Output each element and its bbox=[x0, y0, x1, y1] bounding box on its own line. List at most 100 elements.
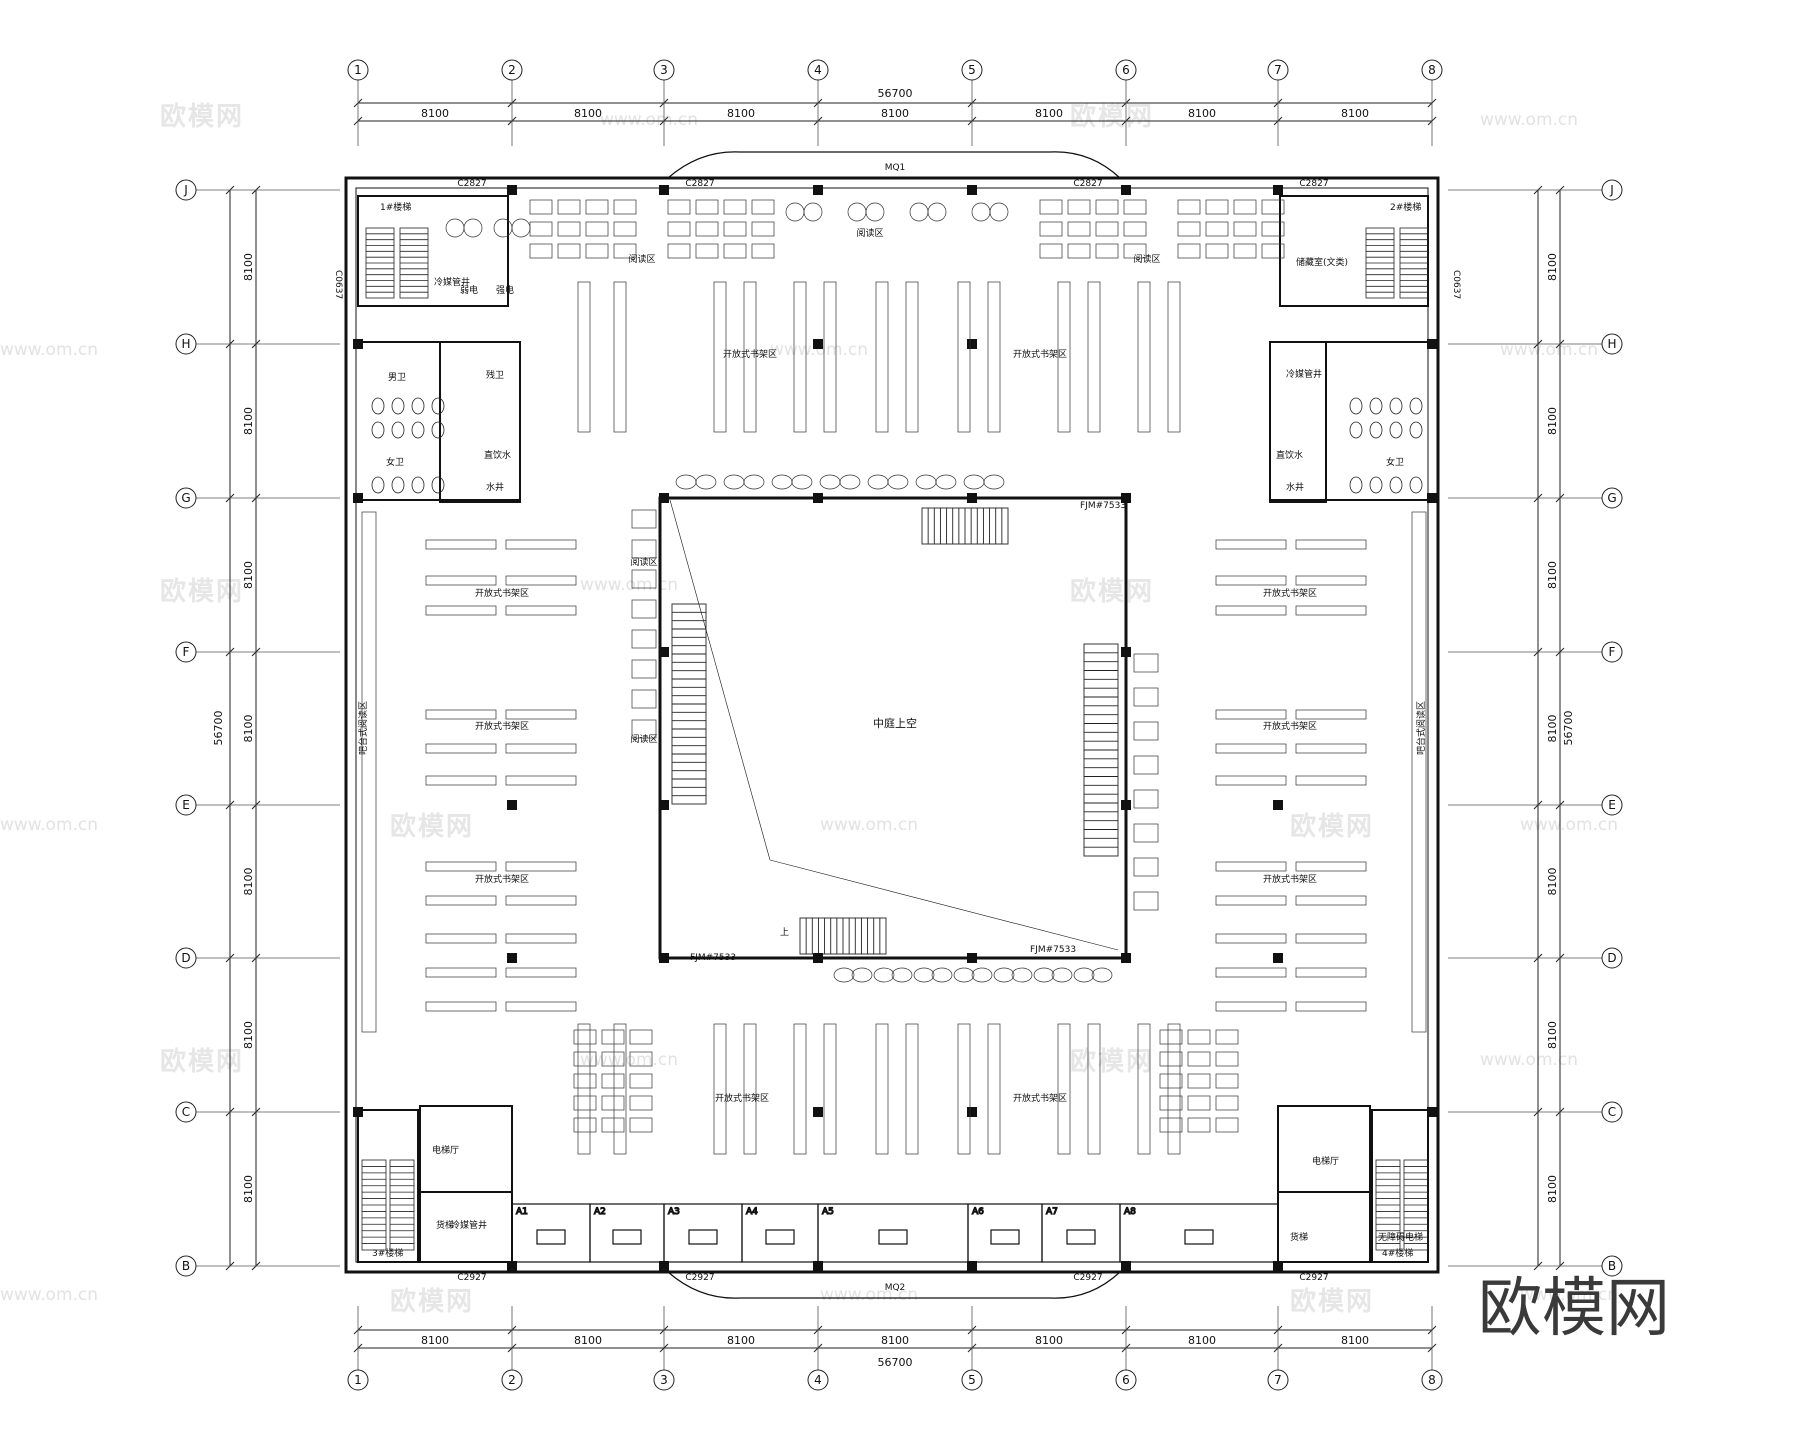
reading-table bbox=[1187, 1117, 1211, 1133]
structural-column bbox=[659, 647, 669, 657]
watermark-url: www.om.cn bbox=[1520, 1285, 1618, 1305]
label-women-wc-right: 女卫 bbox=[1386, 456, 1404, 468]
reading-table bbox=[631, 599, 657, 619]
reading-table bbox=[1177, 243, 1201, 259]
reading-table bbox=[695, 243, 719, 259]
grid-bubble-row-left bbox=[175, 1255, 197, 1277]
label-reading-top-left: 阅读区 bbox=[628, 253, 655, 265]
reading-table bbox=[585, 221, 609, 237]
structural-column bbox=[659, 493, 669, 503]
structural-column bbox=[659, 1261, 669, 1271]
study-room-table bbox=[688, 1229, 718, 1245]
bookshelf-side bbox=[505, 967, 577, 978]
grid-bubble-col-bottom bbox=[1115, 1369, 1137, 1391]
bookshelf-bottom bbox=[1137, 1023, 1151, 1155]
bookshelf-side bbox=[1215, 967, 1287, 978]
bay-dimension-bottom: 8100 bbox=[881, 1334, 909, 1347]
toilet-fixture bbox=[1409, 476, 1423, 494]
grid-label-row: H bbox=[1607, 337, 1616, 351]
label-women-wc-left: 女卫 bbox=[386, 456, 404, 468]
grid-label-row: J bbox=[1609, 183, 1614, 197]
grid-label-row: C bbox=[182, 1105, 190, 1119]
label-weak-current: 弱电 bbox=[460, 284, 478, 296]
grid-label-col: 8 bbox=[1428, 1373, 1436, 1387]
lounge-chair bbox=[1033, 967, 1055, 983]
grid-label-row: D bbox=[1607, 951, 1616, 965]
bookshelf-side bbox=[425, 605, 497, 616]
reading-tables bbox=[529, 199, 1285, 1133]
watermark-url: www.om.cn bbox=[0, 815, 98, 835]
grid-label-col: 4 bbox=[814, 1373, 822, 1387]
label-elevator-hall-left: 电梯厅 bbox=[432, 1144, 459, 1156]
grid-bubble-row-right bbox=[1601, 333, 1623, 355]
bookshelf-bottom bbox=[823, 1023, 837, 1155]
bookshelf-top bbox=[1087, 281, 1101, 433]
lounge-chair bbox=[865, 202, 885, 222]
reading-table bbox=[667, 221, 691, 237]
structural-column bbox=[1121, 185, 1131, 195]
bookshelf-bottom bbox=[613, 1023, 627, 1155]
bookshelf-top bbox=[713, 281, 727, 433]
reading-table bbox=[751, 243, 775, 259]
reading-table bbox=[1215, 1029, 1239, 1045]
reading-table bbox=[629, 1095, 653, 1111]
watermark-logo: 欧模网 bbox=[1290, 1286, 1374, 1317]
grid-bubble-row-right bbox=[1601, 1101, 1623, 1123]
structural-column bbox=[1427, 493, 1437, 503]
bookshelf-side bbox=[505, 933, 577, 944]
reading-table bbox=[1159, 1029, 1183, 1045]
bookshelf-side bbox=[425, 575, 497, 586]
grid-label-col: 1 bbox=[354, 1373, 362, 1387]
label-shelves-bottom-right: 开放式书架区 bbox=[1013, 1092, 1067, 1104]
bookshelf-side bbox=[505, 709, 577, 720]
label-barrier-free-elevator: 无障碍电梯 bbox=[1378, 1231, 1423, 1243]
lounge-chair bbox=[723, 474, 745, 490]
structural-column bbox=[1121, 1261, 1131, 1271]
bookshelf-bottom bbox=[577, 1023, 591, 1155]
bookshelf-bottom bbox=[1057, 1023, 1071, 1155]
structural-column bbox=[967, 1107, 977, 1117]
study-room-label: A5 bbox=[822, 1207, 834, 1217]
reading-table bbox=[629, 1051, 653, 1067]
watermark-url: www.om.cn bbox=[1500, 340, 1598, 360]
grid-bubble-col-bottom bbox=[347, 1369, 369, 1391]
reading-table bbox=[1095, 221, 1119, 237]
lounge-chair bbox=[847, 202, 867, 222]
reading-table bbox=[1133, 857, 1159, 877]
window-tag-top-1: C2827 bbox=[457, 179, 486, 189]
watermark-url: www.om.cn bbox=[820, 1285, 918, 1305]
structural-column bbox=[1273, 185, 1283, 195]
reading-table bbox=[1067, 243, 1091, 259]
toilet-fixture bbox=[391, 476, 405, 494]
overall-dimension-top: 56700 bbox=[878, 87, 913, 100]
window-tag-top-4: C2827 bbox=[1299, 179, 1328, 189]
study-room-table bbox=[612, 1229, 642, 1245]
lounge-chair bbox=[873, 967, 895, 983]
reading-table bbox=[631, 509, 657, 529]
reading-table bbox=[1067, 199, 1091, 215]
reading-table bbox=[557, 221, 581, 237]
lounge-chair bbox=[993, 967, 1015, 983]
structural-column bbox=[353, 493, 363, 503]
bookshelf-side bbox=[1215, 861, 1287, 872]
study-room-label: A3 bbox=[668, 1207, 680, 1217]
watermark-url: www.om.cn bbox=[0, 1285, 98, 1305]
bar-counter-right bbox=[1411, 511, 1427, 1033]
watermark-url: www.om.cn bbox=[770, 340, 868, 360]
reading-table bbox=[573, 1029, 597, 1045]
reading-table bbox=[1095, 199, 1119, 215]
label-cold-shaft-right: 冷媒管井 bbox=[1286, 368, 1322, 380]
bay-dimension-right: 8100 bbox=[1546, 561, 1559, 589]
structural-column bbox=[1273, 800, 1283, 810]
fire-door-tag-1: FJM#7533 bbox=[690, 953, 736, 963]
structural-column bbox=[813, 953, 823, 963]
toilet-fixture bbox=[1409, 397, 1423, 415]
toilet-fixture bbox=[1389, 397, 1403, 415]
reading-table bbox=[1133, 823, 1159, 843]
lounge-chair bbox=[445, 218, 465, 238]
watermark-logo: 欧模网 bbox=[1070, 576, 1154, 607]
reading-table bbox=[613, 221, 637, 237]
bar-counter-left bbox=[361, 511, 377, 1033]
reading-table bbox=[1133, 891, 1159, 911]
